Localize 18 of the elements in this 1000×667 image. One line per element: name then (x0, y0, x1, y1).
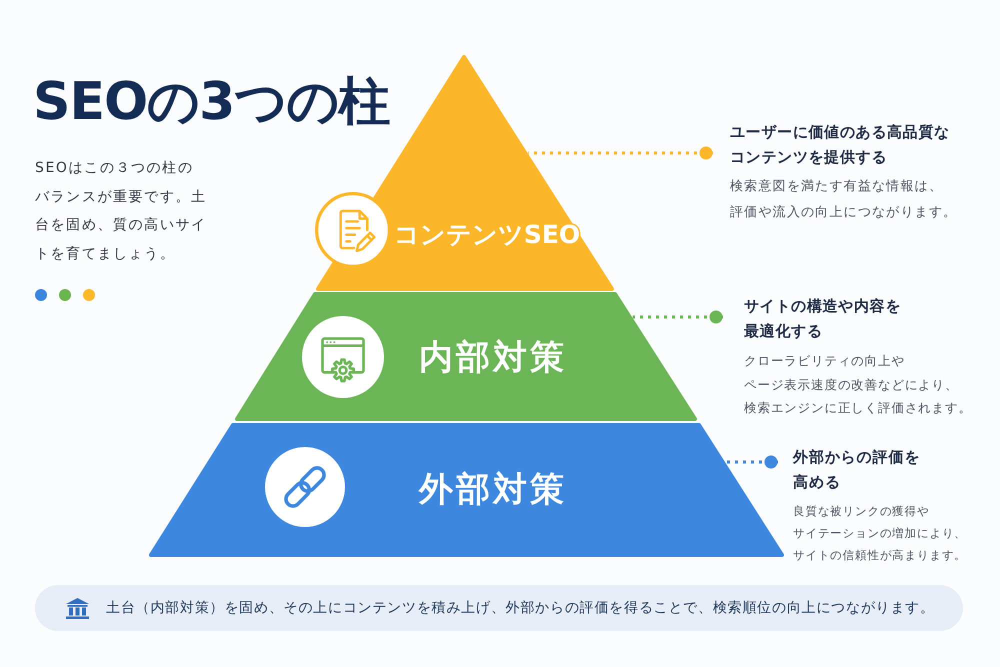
callout-heading: サイトの構造や内容を最適化する (744, 296, 902, 342)
callout-heading: ユーザーに価値のある高品質なコンテンツを提供する (730, 122, 951, 168)
callout-text: 検索意図を満たす有益な情報は、評価や流入の向上につながります。 (730, 178, 958, 222)
callout-heading: 外部からの評価を高める (793, 447, 922, 493)
banner-text: 土台（内部対策）を固め、その上にコンテンツを積み上げ、外部からの評価を得ることで、検索順位の向上につながります。 (106, 599, 935, 618)
tier-label: 内部対策 (419, 338, 567, 378)
leader-line (726, 456, 778, 468)
callout-text: クローラビリティの向上やページ表示速度の改善などにより、検索エンジンに正しく評価されます。 (744, 352, 973, 417)
title: SEOの3つの柱 (33, 72, 390, 132)
leader-line (632, 310, 723, 324)
tier-label: 外部対策 (419, 470, 567, 510)
pyramid-tier (148, 422, 785, 558)
callout-text: 良質な被リンクの獲得やサイテーションの増加により、サイトの信頼性が高まります。 (793, 503, 968, 564)
intro-text: SEOはこの３つの柱のバランスが重要です。土台を固め、質の高いサイトを育てましょう。 (35, 159, 208, 264)
banner (35, 585, 963, 631)
pyramid-tier (234, 291, 698, 422)
tier-label: コンテンツSEO (394, 220, 580, 250)
leader-line (528, 146, 713, 160)
